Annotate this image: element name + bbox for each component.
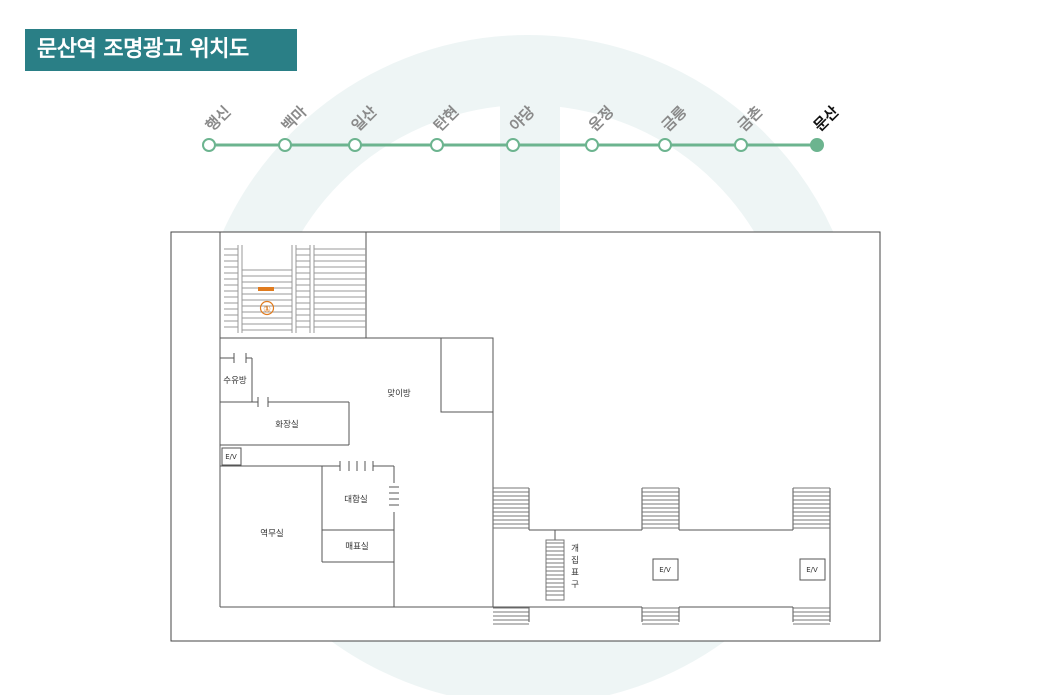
page-title: 문산역 조명광고 위치도 xyxy=(25,29,297,71)
gate-label-3: 표 xyxy=(571,568,579,578)
station-dot xyxy=(658,138,672,152)
gate-label-4: 구 xyxy=(571,580,579,590)
ad-marker-number: ① xyxy=(263,305,271,315)
room-maepyosil: 매표실 xyxy=(345,541,368,552)
gate-label-2: 집 xyxy=(571,555,579,566)
room-majibang: 맞이방 xyxy=(387,388,411,399)
station-dot xyxy=(430,138,444,152)
room-suyubang: 수유방 xyxy=(223,375,247,386)
station-dot xyxy=(810,138,824,152)
room-hwajangsil: 화장실 xyxy=(275,419,298,430)
station-dot xyxy=(348,138,362,152)
station-dot xyxy=(506,138,520,152)
gate-label-1: 개 xyxy=(571,543,579,554)
ad-location-marker xyxy=(258,287,274,291)
station-9: 문산 xyxy=(810,102,842,152)
station-label: 문산 xyxy=(810,102,842,134)
station-dot xyxy=(734,138,748,152)
station-dot xyxy=(585,138,599,152)
room-yeongmusil: 역무실 xyxy=(260,528,283,539)
ad-marker-circle xyxy=(259,300,275,316)
escalator-block xyxy=(219,232,367,339)
ev-right: E/V xyxy=(806,566,818,574)
room-daehapsil: 대합실 xyxy=(344,494,367,505)
station-label: 행신 xyxy=(202,103,234,135)
ev-middle: E/V xyxy=(659,566,671,574)
ev-left: E/V xyxy=(225,453,237,461)
floor-plan-border xyxy=(170,231,881,642)
station-dot xyxy=(278,138,292,152)
floor-plan xyxy=(170,231,881,642)
station-dot xyxy=(202,138,216,152)
